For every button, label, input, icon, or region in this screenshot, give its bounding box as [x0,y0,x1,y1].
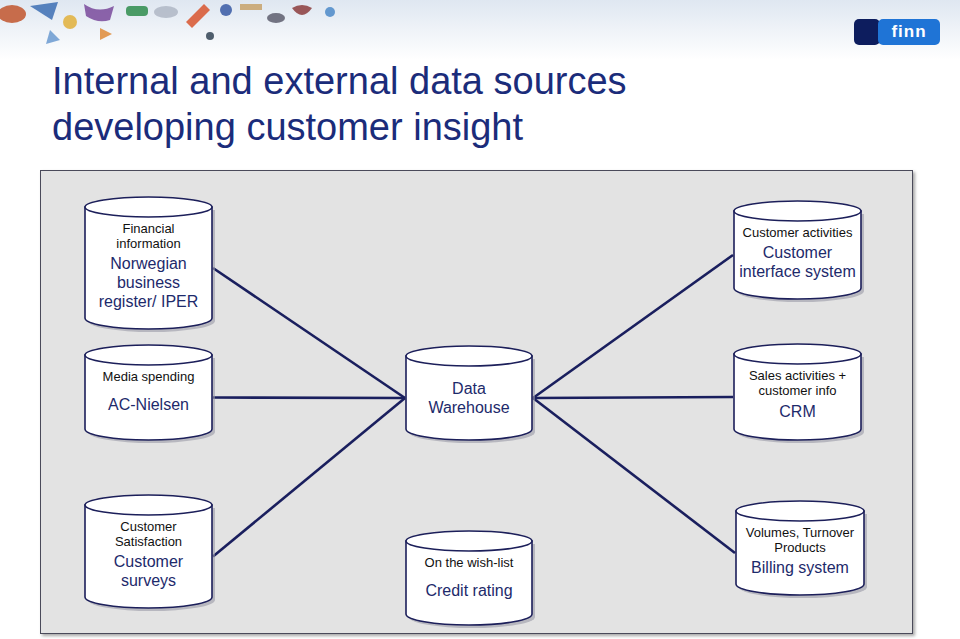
database-cylinder: Financial informationNorwegian business … [84,196,213,329]
node-content: Media spendingAC-Nielsen [84,344,213,440]
database-cylinder: On the wish-listCredit rating [405,530,533,625]
cylinder-body [406,541,532,625]
source-name: Data Warehouse [410,379,528,417]
source-name: Credit rating [410,581,528,600]
source-name: Billing system [740,558,860,577]
source-name: Norwegian business register/ IPER [89,254,208,311]
source-caption: On the wish-list [410,555,528,570]
database-cylinder: Volumes, Turnover ProductsBilling system [735,500,865,595]
logo: finn [854,19,940,45]
cylinder-top [85,345,212,365]
source-caption: Customer activities [738,225,857,240]
source-caption: Customer Satisfaction [89,519,208,549]
database-cylinder: Customer SatisfactionCustomer surveys [84,494,213,608]
node-content: Data Warehouse [405,345,533,440]
cylinder-body [406,356,532,440]
database-cylinder: Data Warehouse [405,345,533,440]
node-content: Financial informationNorwegian business … [84,196,213,329]
slide-title: Internal and external data sources devel… [52,58,732,150]
connector-line [533,398,735,553]
source-name: AC-Nielsen [89,395,208,414]
source-name: Customer interface system [738,243,857,281]
connector-line [533,255,733,398]
source-caption: Media spending [89,369,208,384]
cylinder-top [406,346,532,366]
node-content: Volumes, Turnover ProductsBilling system [735,500,865,595]
cylinder-body [734,211,861,299]
cylinder-shape [84,494,213,608]
cylinder-top [734,344,861,364]
node-content: On the wish-listCredit rating [405,530,533,625]
cylinder-top [406,531,532,551]
node-content: Customer SatisfactionCustomer surveys [84,494,213,608]
cylinder-body [85,505,212,608]
logo-square [854,19,880,45]
cylinder-top [85,197,212,217]
node-content: Customer activitiesCustomer interface sy… [733,200,862,299]
header-banner [0,0,960,60]
cylinder-top [736,501,864,521]
source-caption: Volumes, Turnover Products [740,525,860,555]
connector-line [213,396,405,399]
cylinder-body [734,354,861,440]
database-cylinder: Customer activitiesCustomer interface sy… [733,200,862,299]
cylinder-body [85,207,212,329]
cylinder-shape [84,344,213,440]
source-caption: Sales activities + customer info [738,368,857,398]
logo-text: finn [878,19,940,45]
database-cylinder: Media spendingAC-Nielsen [84,344,213,440]
connector-line [213,268,405,398]
connector-line [533,397,733,398]
source-name: CRM [738,402,857,421]
node-content: Sales activities + customer infoCRM [733,343,862,440]
source-name: Customer surveys [89,552,208,590]
source-caption: Financial information [89,221,208,251]
cylinder-shape [405,530,533,625]
database-cylinder: Sales activities + customer infoCRM [733,343,862,440]
cylinder-body [85,355,212,440]
connector-line [213,398,405,557]
cylinder-top [734,201,861,221]
cylinder-body [736,511,864,595]
cylinder-top [85,495,212,515]
